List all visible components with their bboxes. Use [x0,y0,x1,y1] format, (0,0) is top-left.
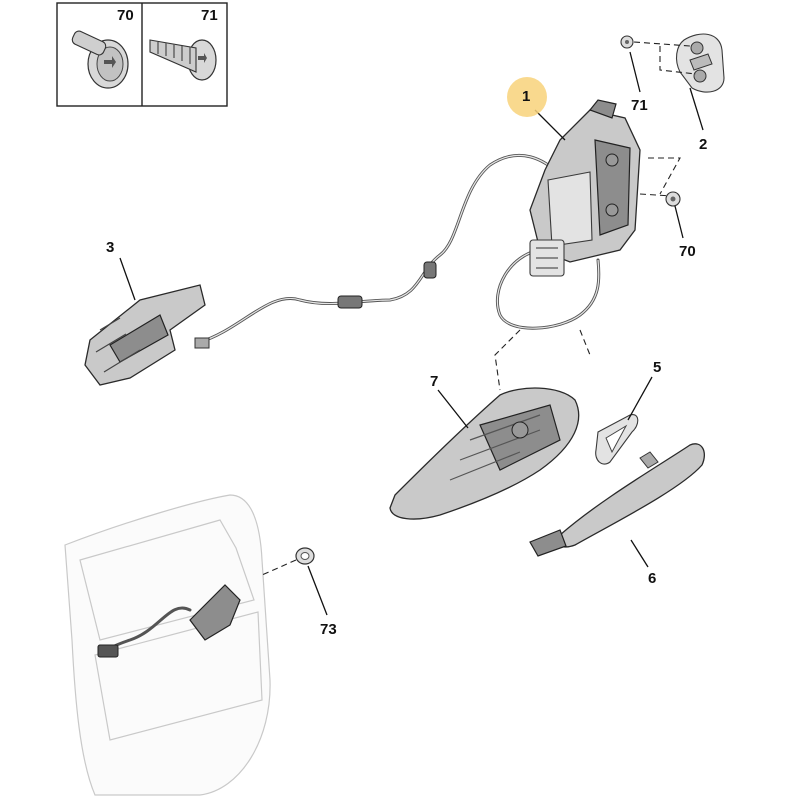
inset-label-71: 71 [201,7,218,24]
leader-lines [119,51,704,616]
cable-assembly [198,154,601,344]
callout-73: 73 [320,621,337,638]
screw-71-icon [149,39,217,81]
callout-1: 1 [522,88,531,105]
callout-5: 5 [653,359,662,376]
inset-label-70: 70 [117,7,134,24]
door-outline [64,494,271,796]
callout-71: 71 [631,97,648,114]
interior-handle-part-3 [84,284,210,386]
screw-70-icon [71,30,129,89]
callout-3: 3 [106,239,115,256]
grommet-part-73 [295,547,315,565]
screw-71-small-icon [620,35,634,49]
callout-7: 7 [430,373,439,390]
callout-2: 2 [699,136,708,153]
part-1-highlight [507,77,547,117]
door-handle-assembly [97,584,241,658]
striker-part-2 [675,33,725,93]
exterior-handle-part-6 [529,443,705,557]
callout-70: 70 [679,243,696,260]
screw-70-small-icon [665,191,681,207]
lock-mechanism-part-1 [529,99,641,277]
fastener-inset [56,2,228,107]
gasket-part-5 [595,414,639,465]
callout-6: 6 [648,570,657,587]
exterior-handle-frame-part-7 [389,387,580,520]
